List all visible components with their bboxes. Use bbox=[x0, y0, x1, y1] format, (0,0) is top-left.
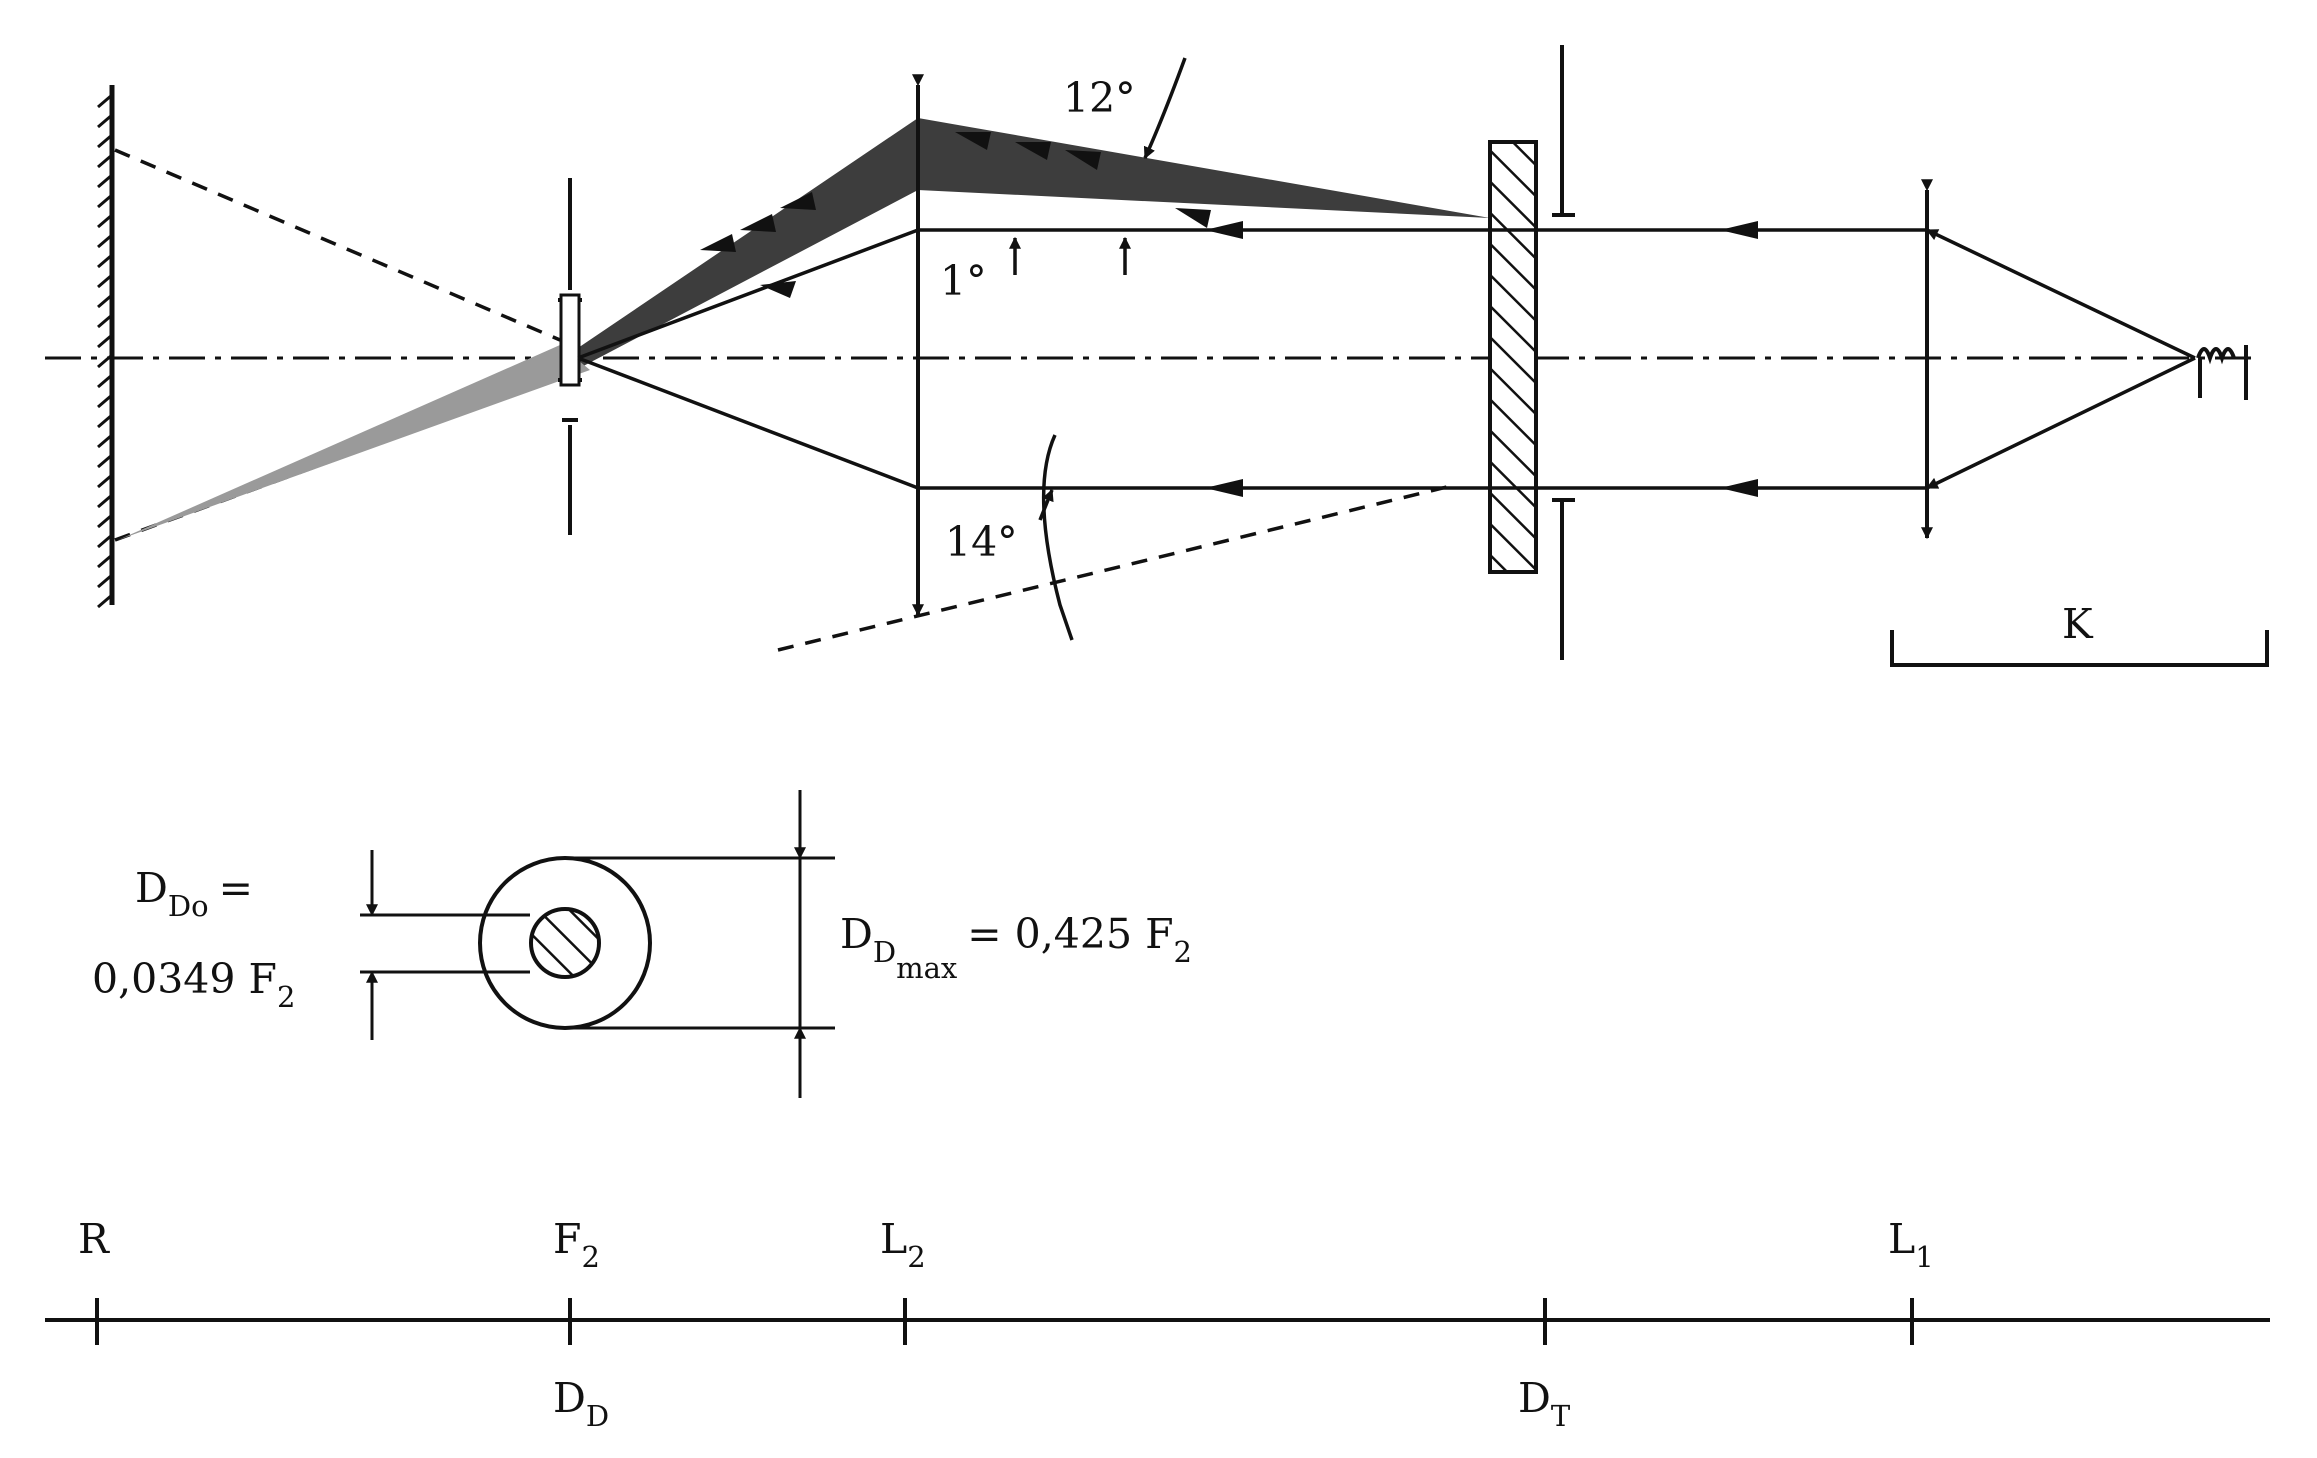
angle-label-14: 14° bbox=[945, 518, 1018, 566]
lamp-housing-label: K bbox=[2062, 600, 2094, 648]
axis-label-f2: F2 bbox=[553, 1215, 600, 1274]
aperture-detail bbox=[360, 790, 835, 1098]
angle-indicators bbox=[1009, 57, 1187, 641]
inner-aperture-value: 0,0349 F2 bbox=[92, 955, 295, 1014]
outer-aperture-label: DDmax= 0,425 F2 bbox=[840, 910, 1192, 985]
axis-label-l1: L1 bbox=[1888, 1215, 1934, 1274]
axis-label-r: R bbox=[78, 1215, 110, 1263]
axis-label-dt: DT bbox=[1518, 1374, 1571, 1433]
axis-label-dd: DD bbox=[553, 1374, 609, 1433]
axis-label-l2: L2 bbox=[880, 1215, 926, 1274]
angle-label-12: 12° bbox=[1063, 74, 1136, 122]
stop-dt bbox=[1552, 45, 1575, 660]
inner-aperture-disk bbox=[529, 907, 601, 979]
angle-label-1: 1° bbox=[940, 257, 987, 305]
construction-lines bbox=[114, 148, 1456, 652]
filter-dt bbox=[1488, 140, 1538, 574]
field-stop-f2 bbox=[558, 178, 582, 535]
ray-paths bbox=[577, 228, 2196, 490]
reflector-mirror bbox=[97, 85, 115, 609]
axis-ticks bbox=[95, 1298, 1914, 1345]
ray-arrows bbox=[700, 132, 1758, 497]
lamp-filament bbox=[2196, 345, 2248, 400]
lamp-housing-bracket bbox=[1890, 630, 2269, 667]
inner-aperture-label: DDo= bbox=[135, 864, 253, 923]
shaded-ray-bundle bbox=[118, 118, 1490, 540]
